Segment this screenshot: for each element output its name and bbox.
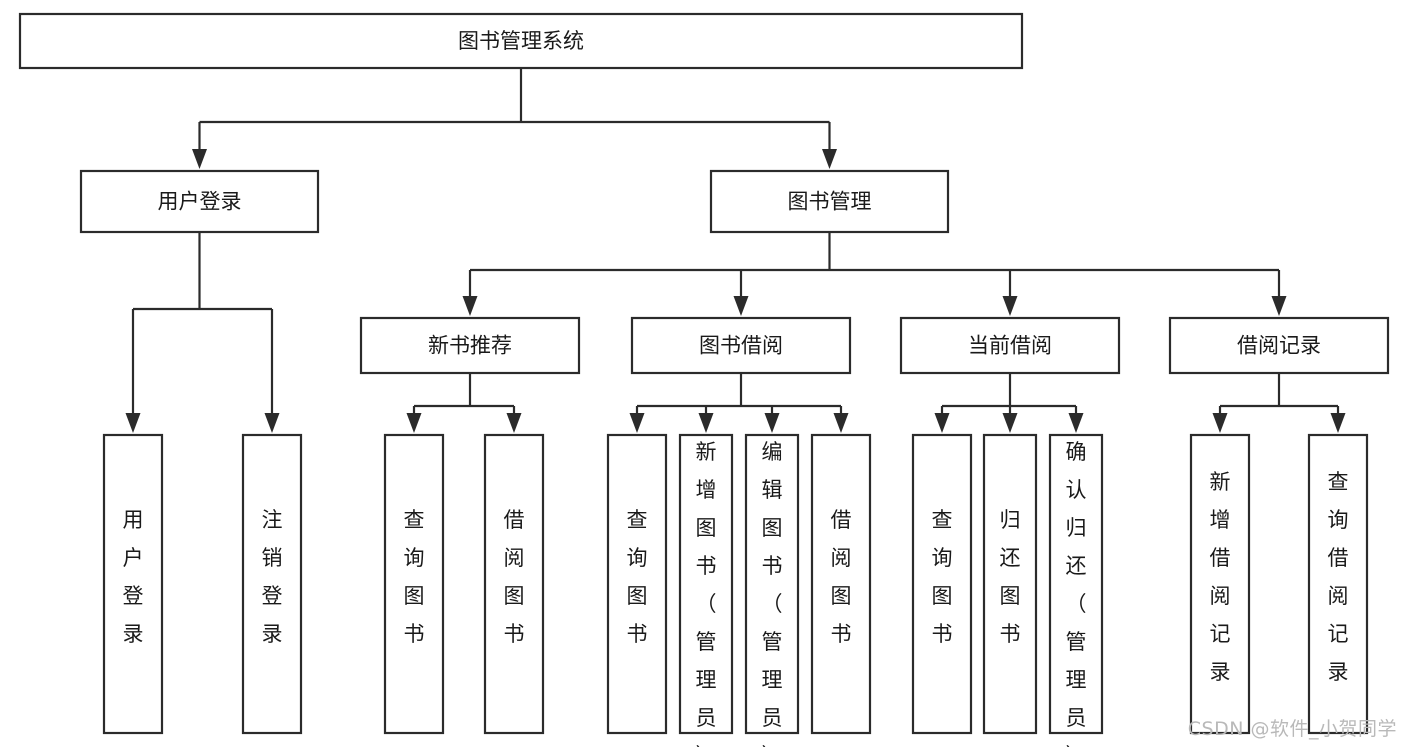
node-box-add-borrow-record xyxy=(1189,433,1251,735)
node-label-return-book: 归还图书 xyxy=(1000,508,1021,646)
node-label-query-borrow-record: 查询借阅记录 xyxy=(1328,470,1349,684)
node-label-add-borrow-record: 新增借阅记录 xyxy=(1210,470,1231,684)
node-new-book-recommend[interactable]: 新书推荐 xyxy=(359,316,581,375)
connector-root-to-user-login-arrowhead xyxy=(192,149,207,169)
connector-book-borrow-to-add-book-arrowhead xyxy=(698,413,714,433)
node-confirm-return[interactable]: 确认归还（管理员） xyxy=(1048,433,1104,747)
connector-user-login-to-user-logout-arrowhead xyxy=(264,413,280,433)
node-label-borrow-book-2: 借阅图书 xyxy=(831,508,852,646)
node-book-manage[interactable]: 图书管理 xyxy=(709,169,950,234)
node-label-borrow-record: 借阅记录 xyxy=(1237,334,1321,358)
node-add-borrow-record[interactable]: 新增借阅记录 xyxy=(1189,433,1251,735)
node-label-add-book: 新增图书（管理员） xyxy=(696,440,717,747)
node-box-query-book-1 xyxy=(383,433,445,735)
node-edit-book[interactable]: 编辑图书（管理员） xyxy=(744,433,800,747)
node-borrow-record[interactable]: 借阅记录 xyxy=(1168,316,1390,375)
connector-new-book-recommend-to-borrow-book-1-arrowhead xyxy=(506,413,522,433)
node-add-book[interactable]: 新增图书（管理员） xyxy=(678,433,734,747)
node-label-query-book-2: 查询图书 xyxy=(627,508,648,646)
connector-current-borrow-to-query-book-3-arrowhead xyxy=(934,413,950,433)
connector-book-manage-to-borrow-record-arrowhead xyxy=(1271,296,1287,316)
node-box-query-book-2 xyxy=(606,433,668,735)
node-label-new-book-recommend: 新书推荐 xyxy=(428,334,512,358)
node-label-edit-book: 编辑图书（管理员） xyxy=(762,440,783,747)
connector-current-borrow-to-confirm-return-arrowhead xyxy=(1068,413,1084,433)
node-label-current-borrow: 当前借阅 xyxy=(968,334,1052,358)
node-label-user-login: 用户登录 xyxy=(158,190,242,214)
connector-book-manage-to-new-book-recommend-arrowhead xyxy=(462,296,478,316)
connector-borrow-record-to-query-borrow-record-arrowhead xyxy=(1330,413,1346,433)
node-box-book-borrow xyxy=(630,316,852,375)
node-box-edit-book xyxy=(744,433,800,735)
connector-book-manage-to-current-borrow-arrowhead xyxy=(1002,296,1018,316)
node-box-user-login xyxy=(79,169,320,234)
node-user-logout[interactable]: 注销登录 xyxy=(241,433,303,735)
node-current-borrow[interactable]: 当前借阅 xyxy=(899,316,1121,375)
node-label-user-login-do: 用户登录 xyxy=(123,508,144,646)
node-label-user-logout: 注销登录 xyxy=(262,508,283,646)
connector-book-borrow-to-query-book-2-arrowhead xyxy=(629,413,645,433)
connector-borrow-record-to-add-borrow-record-arrowhead xyxy=(1212,413,1228,433)
node-borrow-book-2[interactable]: 借阅图书 xyxy=(810,433,872,735)
node-user-login-do[interactable]: 用户登录 xyxy=(102,433,164,735)
node-label-borrow-book-1: 借阅图书 xyxy=(504,508,525,646)
connector-user-login-to-user-login-do-arrowhead xyxy=(125,413,141,433)
node-box-borrow-record xyxy=(1168,316,1390,375)
connector-book-borrow-to-edit-book-arrowhead xyxy=(764,413,780,433)
node-label-query-book-3: 查询图书 xyxy=(932,508,953,646)
node-query-book-3[interactable]: 查询图书 xyxy=(911,433,973,735)
node-root[interactable]: 图书管理系统 xyxy=(18,12,1024,70)
connectors-layer xyxy=(125,68,1346,433)
node-box-book-manage xyxy=(709,169,950,234)
nodes-layer: 图书管理系统用户登录用户登录注销登录图书管理新书推荐查询图书借阅图书图书借阅查询… xyxy=(18,12,1390,747)
node-query-book-2[interactable]: 查询图书 xyxy=(606,433,668,735)
node-box-new-book-recommend xyxy=(359,316,581,375)
node-user-login[interactable]: 用户登录 xyxy=(79,169,320,234)
node-box-query-book-3 xyxy=(911,433,973,735)
node-box-confirm-return xyxy=(1048,433,1104,735)
node-label-query-book-1: 查询图书 xyxy=(404,508,425,646)
node-box-add-book xyxy=(678,433,734,735)
node-query-borrow-record[interactable]: 查询借阅记录 xyxy=(1307,433,1369,735)
node-box-root xyxy=(18,12,1024,70)
connector-root-to-book-manage-arrowhead xyxy=(822,149,837,169)
node-borrow-book-1[interactable]: 借阅图书 xyxy=(483,433,545,735)
node-label-book-borrow: 图书借阅 xyxy=(699,334,783,358)
node-box-user-logout xyxy=(241,433,303,735)
node-box-borrow-book-2 xyxy=(810,433,872,735)
connector-book-borrow-to-borrow-book-2-arrowhead xyxy=(833,413,849,433)
node-box-borrow-book-1 xyxy=(483,433,545,735)
watermark-label: CSDN @软件_小贺同学 xyxy=(1187,718,1397,740)
node-query-book-1[interactable]: 查询图书 xyxy=(383,433,445,735)
node-book-borrow[interactable]: 图书借阅 xyxy=(630,316,852,375)
connector-new-book-recommend-to-query-book-1-arrowhead xyxy=(406,413,422,433)
node-box-user-login-do xyxy=(102,433,164,735)
node-box-return-book xyxy=(982,433,1038,735)
node-box-query-borrow-record xyxy=(1307,433,1369,735)
node-label-book-manage: 图书管理 xyxy=(788,190,872,214)
node-label-confirm-return: 确认归还（管理员） xyxy=(1066,440,1087,747)
node-return-book[interactable]: 归还图书 xyxy=(982,433,1038,735)
connector-book-manage-to-book-borrow-arrowhead xyxy=(733,296,749,316)
node-box-current-borrow xyxy=(899,316,1121,375)
node-label-root: 图书管理系统 xyxy=(458,29,584,53)
connector-current-borrow-to-return-book-arrowhead xyxy=(1002,413,1018,433)
